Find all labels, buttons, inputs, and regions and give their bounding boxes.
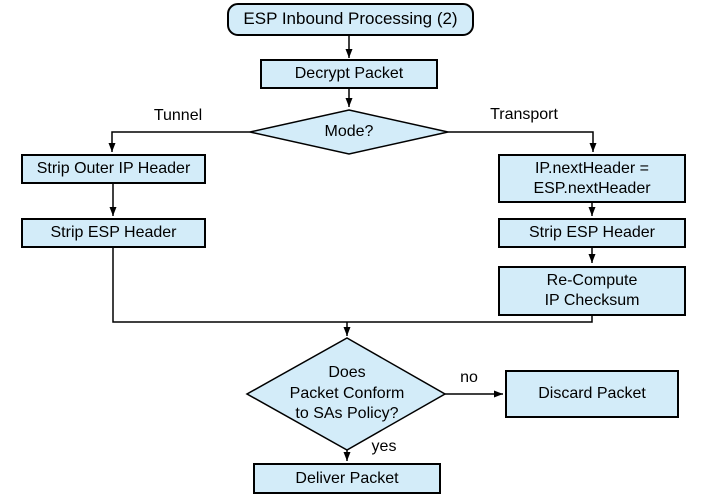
strip-esp-header-transport-node: Strip ESP Header xyxy=(498,218,686,248)
connector-mode-tunnel xyxy=(108,131,250,152)
strip-outer-ip-header-node: Strip Outer IP Header xyxy=(21,154,206,184)
policy-decision-shape xyxy=(245,337,447,451)
connector-mode-transport xyxy=(448,131,597,152)
start-node: ESP Inbound Processing (2) xyxy=(227,3,474,36)
deliver-packet-node: Deliver Packet xyxy=(253,463,441,494)
edge-label-yes: yes xyxy=(371,438,397,455)
policy-decision-label: Does Packet Conform to SAs Policy? xyxy=(289,363,405,423)
strip-esp-header-tunnel-node: Strip ESP Header xyxy=(21,218,206,248)
ip-nextheader-node: IP.nextHeader = ESP.nextHeader xyxy=(498,154,686,203)
connector-merge-rail xyxy=(112,248,593,323)
edge-label-transport: Transport xyxy=(490,106,558,123)
discard-packet-node: Discard Packet xyxy=(505,370,679,418)
edge-label-no: no xyxy=(460,369,478,386)
mode-decision-shape xyxy=(249,109,449,155)
mode-decision-label: Mode? xyxy=(324,122,374,140)
edge-label-tunnel: Tunnel xyxy=(153,107,203,124)
recompute-ip-checksum-node: Re-Compute IP Checksum xyxy=(498,266,686,316)
decrypt-packet-node: Decrypt Packet xyxy=(260,59,438,89)
